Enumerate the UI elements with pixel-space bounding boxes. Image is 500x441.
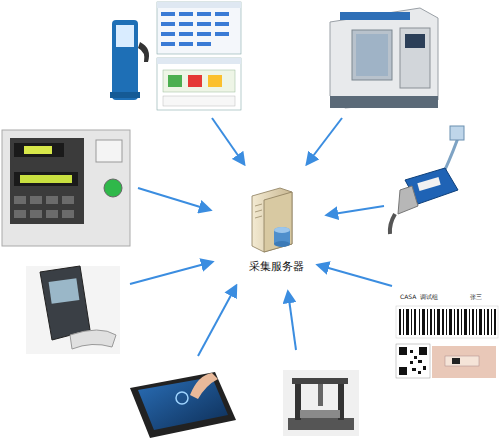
kiosk — [110, 20, 149, 100]
control-panel — [2, 130, 130, 246]
handheld-terminal — [26, 266, 120, 354]
barcode-labels — [396, 306, 498, 378]
server-icon — [252, 188, 292, 252]
tablet — [130, 372, 236, 438]
cnc-machine — [330, 8, 438, 108]
node-label: 采集服务器 — [236, 259, 316, 274]
server-node: 采集服务器 — [236, 186, 316, 274]
barcode-text: 张三 — [470, 293, 482, 302]
serial-adapter — [390, 126, 464, 234]
arrows — [130, 118, 392, 356]
barcode-text: 调试组 — [420, 293, 438, 302]
measuring-machine — [283, 370, 359, 436]
barcode-text: CASA — [400, 293, 416, 300]
software-screenshot — [157, 2, 241, 110]
